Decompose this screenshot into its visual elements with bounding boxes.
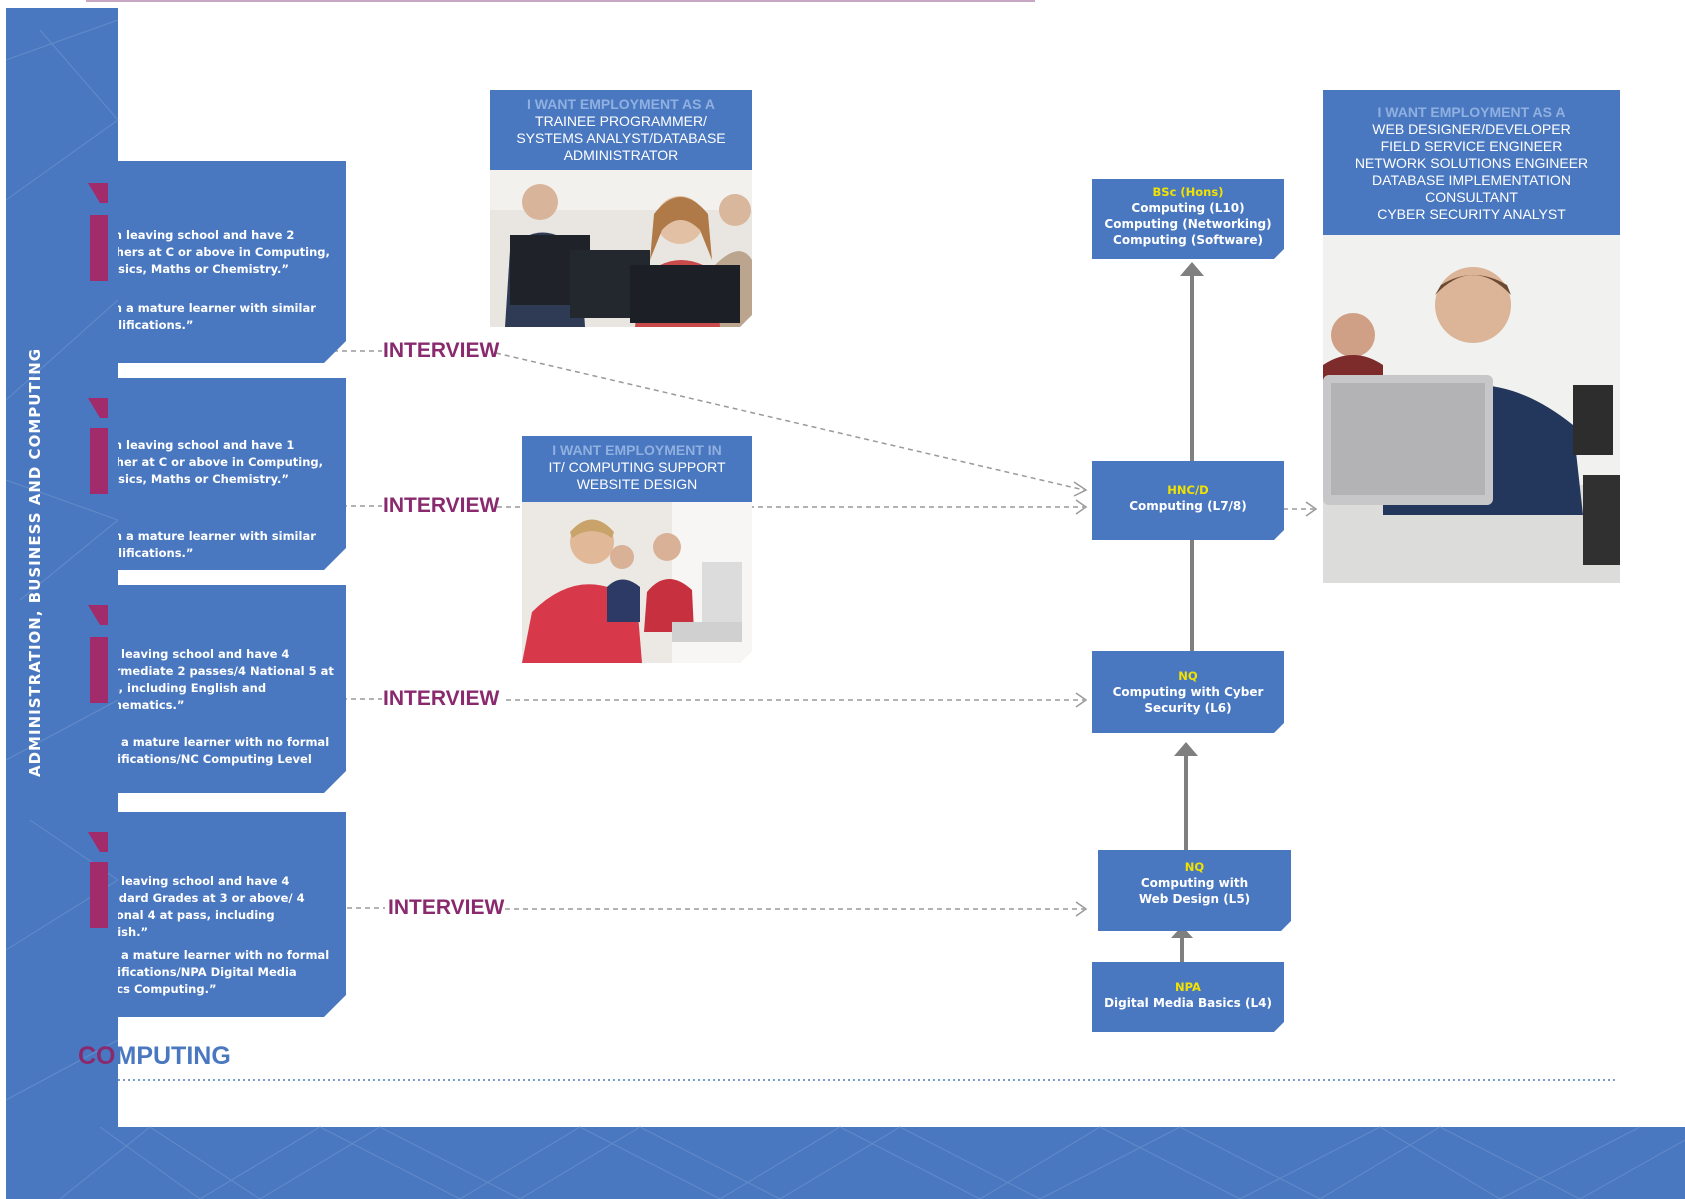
entry-card-2: I am leaving school and have 1 Higher at… <box>118 378 346 570</box>
employment-line: TRAINEE PROGRAMMER/ <box>535 113 707 129</box>
interview-label-3: INTERVIEW <box>383 687 500 710</box>
entry-card-3-mature: I am a mature learner with no formal qua… <box>89 735 330 766</box>
interview-label-4: INTERVIEW <box>388 896 505 919</box>
employment-line: WEB DESIGNER/DEVELOPER <box>1372 121 1571 137</box>
qualification-line: Digital Media Basics (L4) <box>1104 996 1272 1010</box>
employment-line: WEBSITE DESIGN <box>576 476 698 492</box>
qualification-line: Computing (Networking) <box>1104 217 1272 231</box>
qualification-level: HNC/D <box>1167 483 1209 497</box>
quote-bar <box>90 215 108 281</box>
qualification-level: NPA <box>1175 980 1201 994</box>
employment-line: CONSULTANT <box>1425 189 1518 205</box>
qualification-line: Computing (Software) <box>1113 233 1263 247</box>
employment-heading: I WANT EMPLOYMENT IN <box>552 442 722 458</box>
entry-card-1-mature: I am a mature learner with similar quali… <box>94 301 316 332</box>
entry-card-3-statement: I am leaving school and have 4 Intermedi… <box>89 647 334 712</box>
qualification-line: Computing with Cyber <box>1112 685 1264 699</box>
qualification-level: NQ <box>1178 669 1198 683</box>
qualification-bsc: BSc (Hons) Computing (L10) Computing (Ne… <box>1092 179 1284 259</box>
quote-bar <box>90 862 108 928</box>
section-title: COMPUTING <box>78 1042 231 1071</box>
entry-card-1-statement: I am leaving school and have 2 Highers a… <box>94 228 330 276</box>
employment-line: NETWORK SOLUTIONS ENGINEER <box>1354 155 1589 171</box>
qualification-npa: NPA Digital Media Basics (L4) <box>1092 962 1284 1032</box>
entry-card-4-mature: I am a mature learner with no formal qua… <box>89 948 330 996</box>
employment-line: IT/ COMPUTING SUPPORT <box>548 459 726 475</box>
qualification-line: Computing (L10) <box>1131 201 1245 215</box>
quote-bar <box>90 428 108 494</box>
qualification-line: Security (L6) <box>1144 701 1232 715</box>
qualification-nq-web: NQ Computing with Web Design (L5) <box>1098 850 1291 931</box>
employment-line: DATABASE IMPLEMENTATION <box>1372 172 1571 188</box>
entry-card-4-statement: I am leaving school and have 4 Standard … <box>89 874 305 939</box>
interview-label-1: INTERVIEW <box>383 339 500 362</box>
qualification-level: NQ <box>1184 860 1205 874</box>
entry-card-2-statement: I am leaving school and have 1 Higher at… <box>94 438 324 486</box>
employment-card-1: I WANT EMPLOYMENT AS A TRAINEE PROGRAMME… <box>490 90 752 170</box>
entry-card-3: I am leaving school and have 4 Intermedi… <box>118 585 346 793</box>
photo-student-coding <box>522 502 752 663</box>
employment-heading: I WANT EMPLOYMENT AS A <box>1377 104 1566 120</box>
section-title-rest: MPUTING <box>115 1042 231 1070</box>
employment-card-3: I WANT EMPLOYMENT AS A WEB DESIGNER/DEVE… <box>1323 90 1620 235</box>
entry-card-1: I am leaving school and have 2 Highers a… <box>118 161 346 363</box>
side-label: ADMINISTRATION, BUSINESS AND COMPUTING <box>26 347 44 777</box>
employment-line: ADMINISTRATOR <box>563 147 679 163</box>
entry-card-2-mature: I am a mature learner with similar quali… <box>94 529 316 560</box>
quote-bar <box>90 637 108 703</box>
employment-line: CYBER SECURITY ANALYST <box>1377 206 1566 222</box>
qualification-line: Web Design (L5) <box>1138 892 1251 906</box>
photo-students-at-computers <box>490 170 752 327</box>
employment-card-2: I WANT EMPLOYMENT IN IT/ COMPUTING SUPPO… <box>522 436 752 502</box>
entry-card-4: I am leaving school and have 4 Standard … <box>118 812 346 1017</box>
interview-label-2: INTERVIEW <box>383 494 500 517</box>
employment-line: SYSTEMS ANALYST/DATABASE <box>516 130 726 146</box>
qualification-hnc: HNC/D Computing (L7/8) <box>1092 461 1284 540</box>
employment-heading: I WANT EMPLOYMENT AS A <box>527 96 715 112</box>
section-title-prefix: CO <box>78 1042 116 1070</box>
qualification-nq-cyber: NQ Computing with Cyber Security (L6) <box>1092 651 1284 733</box>
qualification-line: Computing (L7/8) <box>1129 499 1247 513</box>
qualification-line: Computing with <box>1140 876 1249 890</box>
qualification-level: BSc (Hons) <box>1152 185 1224 199</box>
employment-line: FIELD SERVICE ENGINEER <box>1380 138 1563 154</box>
photo-student-laptop <box>1323 235 1620 583</box>
